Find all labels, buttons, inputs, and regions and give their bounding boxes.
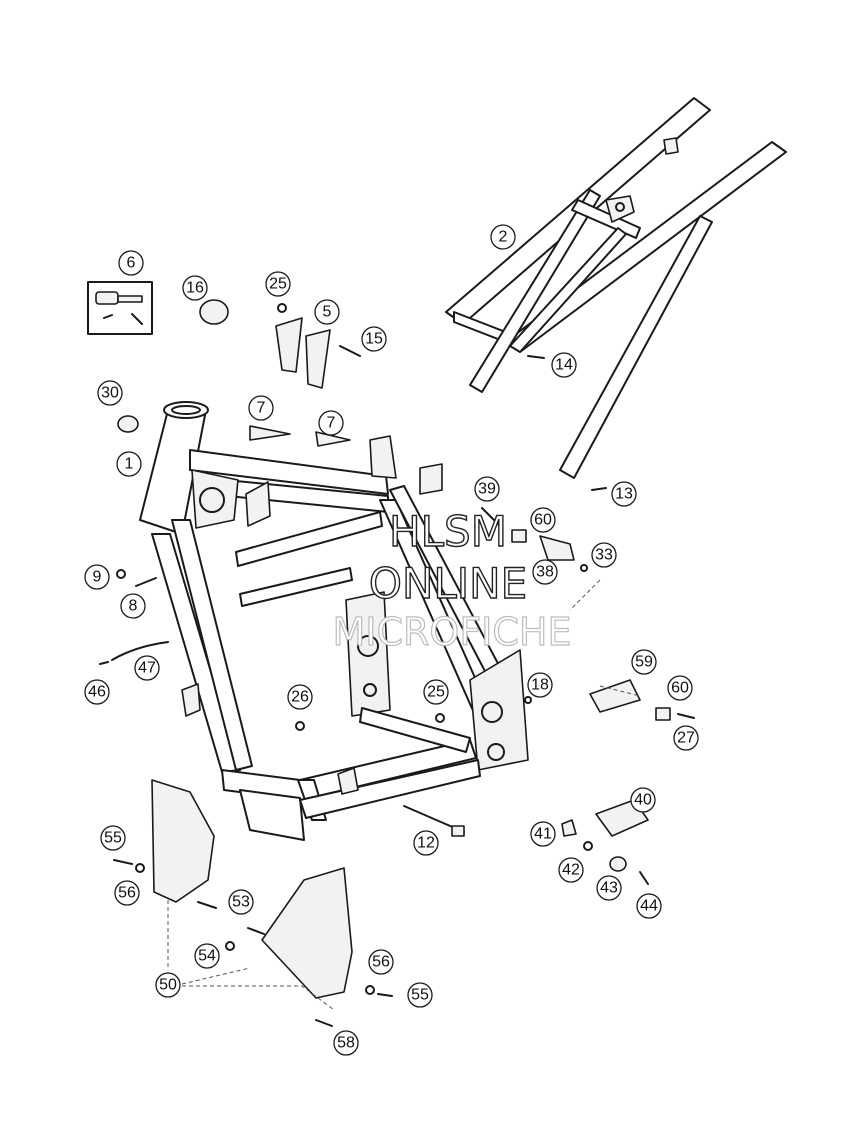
svg-text:2: 2 <box>499 229 508 246</box>
callout-60-right[interactable]: 60 <box>667 675 693 701</box>
watermark-line3: MICROFICHE <box>332 610 571 654</box>
svg-text:60: 60 <box>671 680 689 697</box>
callout-41[interactable]: 41 <box>530 821 556 847</box>
watermark-line2: ONLINE <box>369 559 527 608</box>
svg-text:5: 5 <box>323 304 332 321</box>
svg-text:54: 54 <box>198 948 216 965</box>
callout-7-right[interactable]: 7 <box>318 410 344 436</box>
svg-text:60: 60 <box>534 512 552 529</box>
watermark: HLSM ONLINE MICROFICHE <box>332 506 572 654</box>
svg-text:50: 50 <box>159 977 177 994</box>
callout-6[interactable]: 6 <box>118 250 144 276</box>
svg-text:39: 39 <box>478 481 496 498</box>
callout-50[interactable]: 50 <box>155 972 181 998</box>
callout-25-mid[interactable]: 25 <box>423 679 449 705</box>
callout-8[interactable]: 8 <box>120 593 146 619</box>
svg-text:44: 44 <box>640 898 658 915</box>
svg-text:55: 55 <box>104 830 122 847</box>
svg-text:46: 46 <box>88 684 106 701</box>
callout-43[interactable]: 43 <box>596 875 622 901</box>
callout-13[interactable]: 13 <box>611 481 637 507</box>
svg-text:12: 12 <box>417 835 435 852</box>
svg-text:40: 40 <box>634 792 652 809</box>
small-parts-drawing <box>87 281 695 1027</box>
callout-56-left[interactable]: 56 <box>114 880 140 906</box>
svg-text:56: 56 <box>118 885 136 902</box>
callout-14[interactable]: 14 <box>551 352 577 378</box>
callout-55-left[interactable]: 55 <box>100 825 126 851</box>
callout-26[interactable]: 26 <box>287 684 313 710</box>
callout-30[interactable]: 30 <box>97 380 123 406</box>
callout-15[interactable]: 15 <box>361 326 387 352</box>
svg-text:42: 42 <box>562 862 580 879</box>
svg-text:6: 6 <box>127 255 136 272</box>
callout-53[interactable]: 53 <box>228 889 254 915</box>
svg-text:53: 53 <box>232 894 250 911</box>
callout-5[interactable]: 5 <box>314 299 340 325</box>
callout-44[interactable]: 44 <box>636 893 662 919</box>
callout-54[interactable]: 54 <box>194 943 220 969</box>
callout-56-right[interactable]: 56 <box>368 949 394 975</box>
svg-text:25: 25 <box>269 276 287 293</box>
svg-text:47: 47 <box>138 660 156 677</box>
callout-60-top[interactable]: 60 <box>530 507 556 533</box>
callout-18[interactable]: 18 <box>527 672 553 698</box>
svg-text:25: 25 <box>427 684 445 701</box>
callout-39[interactable]: 39 <box>474 476 500 502</box>
svg-text:7: 7 <box>257 400 266 417</box>
callout-12[interactable]: 12 <box>413 830 439 856</box>
callout-2[interactable]: 2 <box>490 224 516 250</box>
svg-text:41: 41 <box>534 826 552 843</box>
callout-1[interactable]: 1 <box>116 451 142 477</box>
svg-text:43: 43 <box>600 880 618 897</box>
svg-text:30: 30 <box>101 385 119 402</box>
callout-25-top[interactable]: 25 <box>265 271 291 297</box>
callout-55-right[interactable]: 55 <box>407 982 433 1008</box>
svg-text:7: 7 <box>327 415 336 432</box>
watermark-line1: HLSM <box>389 507 507 556</box>
callout-59[interactable]: 59 <box>631 649 657 675</box>
subframe-drawing <box>445 97 787 479</box>
svg-text:38: 38 <box>536 564 554 581</box>
callout-33[interactable]: 33 <box>591 542 617 568</box>
svg-text:13: 13 <box>615 486 633 503</box>
callout-38[interactable]: 38 <box>532 559 558 585</box>
callout-9[interactable]: 9 <box>84 564 110 590</box>
svg-text:18: 18 <box>531 677 549 694</box>
callout-42[interactable]: 42 <box>558 857 584 883</box>
callout-46[interactable]: 46 <box>84 679 110 705</box>
svg-text:33: 33 <box>595 547 613 564</box>
svg-text:15: 15 <box>365 331 383 348</box>
svg-text:56: 56 <box>372 954 390 971</box>
svg-text:58: 58 <box>337 1035 355 1052</box>
main-frame-drawing <box>139 401 529 841</box>
svg-text:16: 16 <box>186 280 204 297</box>
callout-27[interactable]: 27 <box>673 725 699 751</box>
svg-text:1: 1 <box>125 456 134 473</box>
svg-text:27: 27 <box>677 730 695 747</box>
svg-text:14: 14 <box>555 357 573 374</box>
callout-47[interactable]: 47 <box>134 655 160 681</box>
svg-text:55: 55 <box>411 987 429 1004</box>
svg-text:8: 8 <box>129 598 138 615</box>
svg-text:26: 26 <box>291 689 309 706</box>
callout-40[interactable]: 40 <box>630 787 656 813</box>
svg-text:9: 9 <box>93 569 102 586</box>
svg-text:59: 59 <box>635 654 653 671</box>
callout-58[interactable]: 58 <box>333 1030 359 1056</box>
callout-7-left[interactable]: 7 <box>248 395 274 421</box>
callout-16[interactable]: 16 <box>182 275 208 301</box>
